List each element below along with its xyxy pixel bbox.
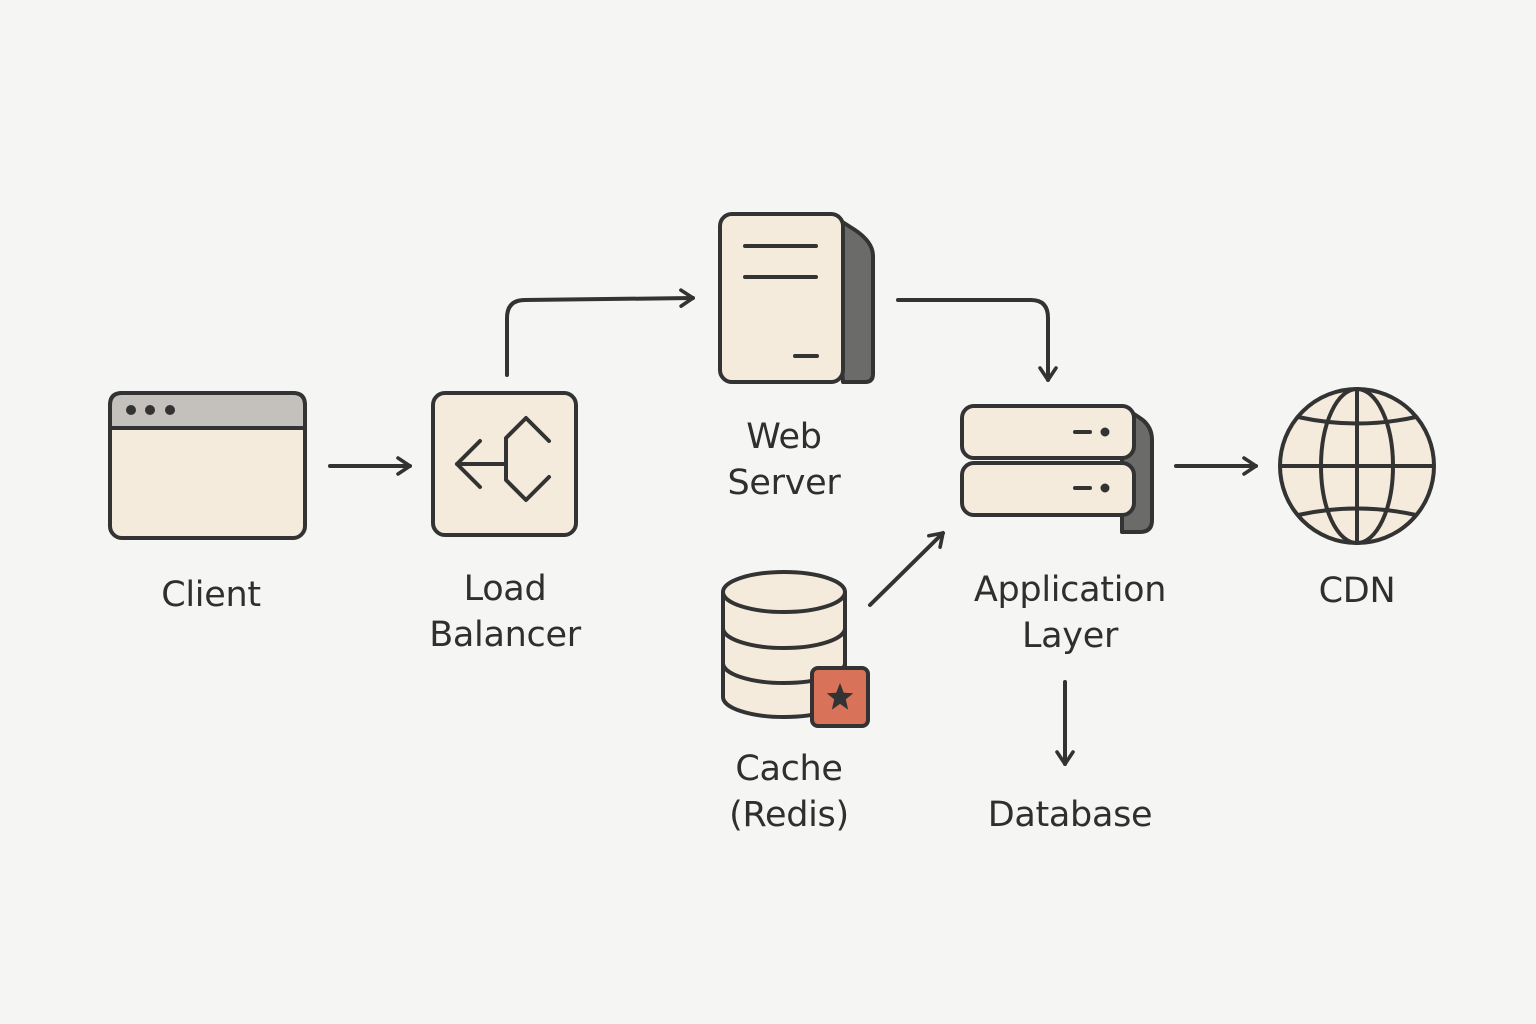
cache-label-line-2: (Redis) [729, 795, 849, 835]
application-layer-label-line-1: Application [973, 570, 1167, 610]
arrow-load-balancer-to-web-server [505, 288, 695, 377]
load-balancer-icon [431, 391, 578, 537]
globe-icon [1278, 387, 1436, 545]
database-label: Database [960, 792, 1180, 838]
client-label: Client [111, 572, 311, 618]
database-label-line-1: Database [987, 795, 1153, 835]
web-server-label-line-2: Server [727, 463, 841, 503]
load-balancer-label-line-2: Balancer [429, 615, 581, 655]
web-server-label: Web Server [684, 414, 884, 506]
server-document-icon [718, 212, 875, 384]
load-balancer-label-line-1: Load [463, 569, 547, 609]
application-layer-label-line-2: Layer [1021, 616, 1119, 656]
server-stack-icon [960, 404, 1154, 534]
application-layer-label: Application Layer [955, 567, 1185, 659]
cache-label: Cache (Redis) [689, 746, 889, 838]
client-label-line-1: Client [161, 575, 261, 615]
edges [328, 288, 1258, 766]
load-balancer-label: Load Balancer [405, 566, 605, 658]
arrow-cache-to-application-layer [868, 531, 945, 607]
cache-label-line-1: Cache [735, 749, 843, 789]
arrow-web-server-to-application-layer [896, 298, 1058, 382]
star-icon [810, 666, 870, 728]
web-server-label-line-1: Web [746, 417, 822, 457]
cdn-label-line-1: CDN [1318, 571, 1396, 611]
cdn-label: CDN [1257, 568, 1457, 614]
browser-window-icon [108, 391, 307, 540]
